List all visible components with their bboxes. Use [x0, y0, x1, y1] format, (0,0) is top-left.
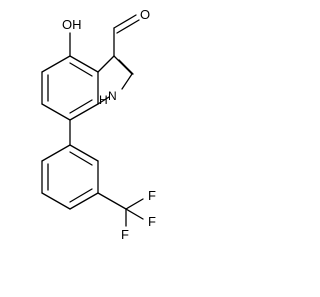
bond [97, 96, 110, 105]
nh-group: H N [99, 89, 117, 107]
bond [97, 55, 115, 73]
fluorine-label-3: F [121, 227, 129, 242]
aldehyde-group: O [113, 7, 150, 57]
fluorine-label-2: F [148, 214, 156, 229]
bond [118, 59, 134, 75]
bond [69, 103, 99, 121]
hydroxyl-group: OH [62, 17, 82, 57]
bond [41, 103, 71, 121]
bond [69, 55, 99, 73]
bond [69, 144, 99, 162]
carbonyl-oxygen-label: O [140, 7, 150, 22]
pyrrole-ring [97, 55, 134, 105]
hydroxyl-label: OH [62, 17, 82, 32]
bond [97, 192, 127, 210]
nh-hydrogen-label: H [99, 93, 108, 107]
bond [116, 19, 140, 34]
bond [125, 208, 144, 220]
bond [69, 99, 93, 114]
bond [69, 62, 93, 77]
nh-nitrogen-label: N [108, 89, 117, 103]
chemical-structure-diagram: OH O H N F F F [41, 7, 156, 242]
bond [121, 73, 133, 90]
fluorine-label-1: F [148, 188, 156, 203]
bond [113, 14, 137, 29]
bond [69, 192, 99, 210]
bond [113, 55, 133, 75]
bond [41, 144, 71, 162]
bond [69, 188, 93, 203]
indole-benzene-ring [41, 55, 99, 121]
bond [125, 198, 144, 210]
bond [69, 151, 93, 166]
bond [41, 192, 71, 210]
trifluoromethyl-group: F F F [97, 188, 156, 242]
bond [41, 55, 71, 73]
phenyl-ring [41, 144, 99, 210]
